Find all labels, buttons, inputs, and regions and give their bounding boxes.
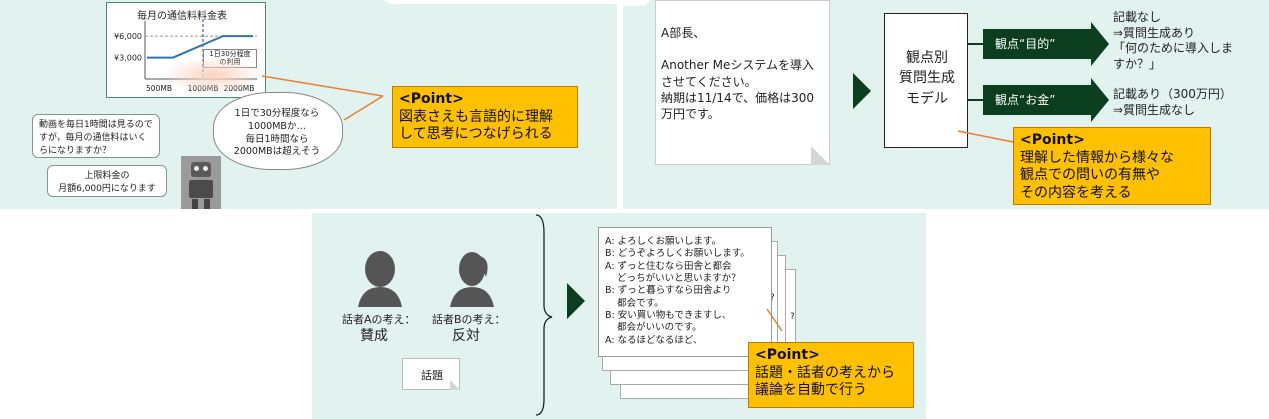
point-text: 図表さえも言語的に理解 して思考につなげられる xyxy=(399,108,553,143)
dialogue-line: B: ずっと暮らすなら田舎より 都会です。 xyxy=(605,285,732,309)
robot-image xyxy=(181,156,221,209)
panel-chart-understanding: 毎月の通信料料金表 ¥6,000¥3,000500MB1000MB2000MB … xyxy=(0,0,617,209)
dialogue-line: B: 安い買い物もできますし、 都会がいいのです。 xyxy=(605,310,732,334)
point-title: <Point> xyxy=(755,347,820,363)
thought-cloud-text: 1日で30分程度なら 1000MBか… 毎日1時間なら 2000MBは超えそう xyxy=(233,108,321,158)
panel-corner-shape xyxy=(623,0,653,6)
question-bubble: 動画を毎日1時間は見るので すが，毎月の通信料はいく らになりますか？ xyxy=(32,114,160,158)
dialogue-line: A: なるほどなるほど、 xyxy=(605,334,703,346)
y-tick-label: ¥6,000 xyxy=(114,32,142,41)
bracket xyxy=(535,214,553,416)
point-text: 話題・話者の考えから 議論を自動で行う xyxy=(755,364,895,399)
point-callout-2: <Point> 理解した情報から様々な 観点での問いの有無や その内容を考える xyxy=(1013,127,1211,205)
chart-title: 毎月の通信料料金表 xyxy=(137,11,227,22)
x-tick-label: 500MB xyxy=(146,84,172,93)
point-connector xyxy=(766,308,783,332)
viewpoint-tag-money: 観点“お金” xyxy=(983,78,1109,122)
speaker-a-value: 賛成 xyxy=(360,328,388,344)
panel-question-generation: A部長、 Another Meシステムを導入 させてください。 納期は11/14… xyxy=(623,0,1269,209)
dialogue-line: B: どうぞよろしくお願いします。 xyxy=(605,248,750,260)
memo-fold xyxy=(811,146,830,165)
back-mark-1: ? xyxy=(770,293,775,303)
speaker-b-icon xyxy=(450,252,494,307)
point-text: 理解した情報から様々な 観点での問いの有無や その内容を考える xyxy=(1020,149,1174,201)
series-line xyxy=(147,35,253,59)
branch-lines xyxy=(957,43,1014,143)
memo-document: A部長、 Another Meシステムを導入 させてください。 納期は11/14… xyxy=(655,0,830,165)
flow-arrow xyxy=(567,283,585,319)
panel-auto-discussion: 話者Aの考え： 賛成 話者Bの考え： 反対 話題 ? ? A: よろしくお願いし… xyxy=(312,213,926,419)
viewpoint-tag-purpose: 観点“目的” xyxy=(983,22,1109,66)
dialogue-line: A: よろしくお願いします。 xyxy=(605,236,722,247)
model-box: 観点別 質問生成 モデル xyxy=(884,13,968,148)
viewpoint-result-money: 記載あり（300万円） ⇒質問生成なし xyxy=(1113,87,1232,117)
point-title: <Point> xyxy=(1020,132,1085,148)
y-tick-label: ¥3,000 xyxy=(114,54,142,63)
speaker-a-icon xyxy=(358,251,402,307)
answer-bubble: 上限料金の 月額6,000円になります xyxy=(47,165,167,197)
topic-fold xyxy=(450,380,460,390)
point-connector xyxy=(261,75,384,121)
dialogue-list: A: よろしくお願いします。B: どうぞよろしくお願いします。A: ずっと住むな… xyxy=(605,236,769,347)
dialogue-doc-front: A: よろしくお願いします。B: どうぞよろしくお願いします。A: ずっと住むな… xyxy=(598,227,772,357)
memo-text: A部長、 Another Meシステムを導入 させてください。 納期は11/14… xyxy=(661,26,815,121)
point-title: <Point> xyxy=(399,91,464,107)
flow-arrow xyxy=(853,73,871,109)
thought-cloud xyxy=(213,92,343,170)
topic-label: 話題 xyxy=(421,369,443,382)
speaker-a-label: 話者Aの考え： xyxy=(342,313,416,326)
back-mark-2: ? xyxy=(790,312,795,322)
point-callout-1: <Point> 図表さえも言語的に理解 して思考につなげられる xyxy=(392,86,578,148)
speaker-b-label: 話者Bの考え： xyxy=(432,313,506,326)
viewpoint-result-purpose: 記載なし ⇒質問生成あり 「何のために導入しま すか？」 xyxy=(1113,10,1234,71)
speaker-b-value: 反対 xyxy=(452,328,480,344)
model-label: 観点別 質問生成 モデル xyxy=(899,50,955,107)
point-callout-3: <Point> 話題・話者の考えから 議論を自動で行う xyxy=(748,342,914,408)
highlight-ellipse xyxy=(165,58,260,92)
panel-corner-shape xyxy=(380,0,617,4)
dialogue-line: A: ずっと住むなら田舎と都会 どっちがいいと思いますか？ xyxy=(605,260,741,285)
